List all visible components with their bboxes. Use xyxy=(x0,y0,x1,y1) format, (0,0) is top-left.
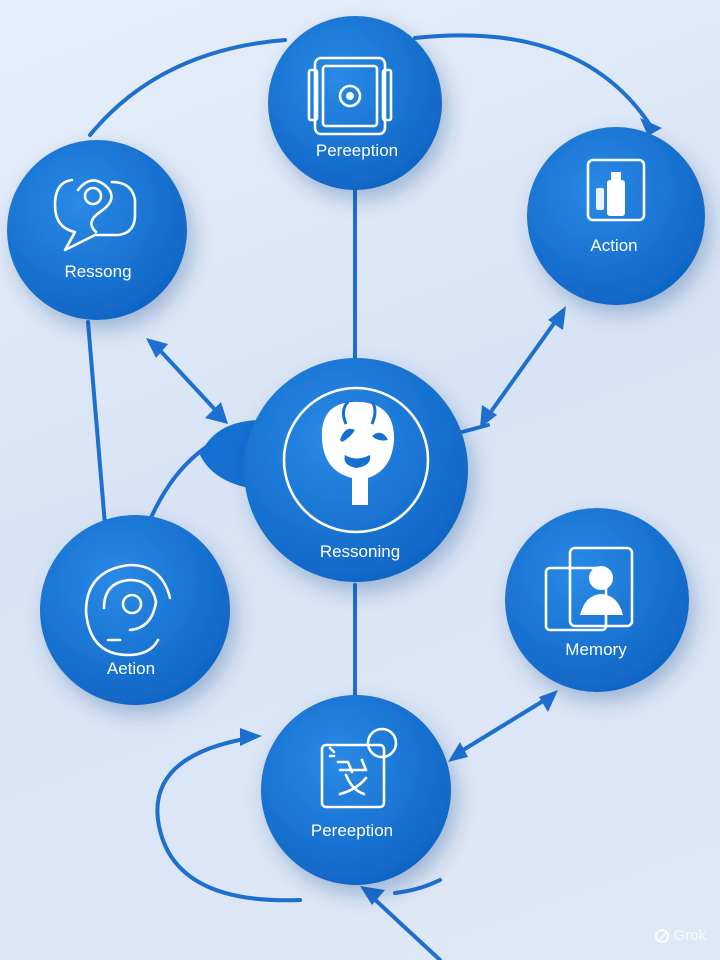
eye-icon xyxy=(84,563,172,657)
edge-center-right-stub xyxy=(460,423,490,434)
grok-logo-icon xyxy=(655,928,670,943)
watermark-text: Grok xyxy=(673,927,706,944)
watermark: Grok xyxy=(655,927,706,944)
arrowhead xyxy=(448,742,468,762)
edge-perception-bottom-to-memory xyxy=(453,696,550,757)
edge-bottom-right xyxy=(393,878,442,895)
edge-reasoning-left-to-perception-top xyxy=(88,38,287,137)
edge-reasoning-left-to-reasoning-center xyxy=(153,343,222,417)
monitor-icon xyxy=(307,56,393,136)
node-label-perception-bottom: Pereeption xyxy=(311,821,393,840)
node-label-perception-top: Pereeption xyxy=(316,141,398,160)
edge-reasoning-left-down xyxy=(86,320,107,527)
speech-bubble-icon xyxy=(53,178,137,252)
node-label-action-left: Aetion xyxy=(107,659,155,678)
arrowhead xyxy=(205,402,228,424)
edge-reasoning-center-to-action-right xyxy=(483,313,562,422)
edge-bottom-incoming xyxy=(368,893,442,960)
glyph-card-icon xyxy=(320,727,398,809)
arrowhead xyxy=(640,118,662,136)
node-label-reasoning-center: Ressoning xyxy=(320,542,400,561)
node-label-reasoning-left: Ressong xyxy=(64,262,131,281)
edges xyxy=(86,33,662,960)
edge-perception-top-to-action-right xyxy=(413,33,652,127)
arrowhead xyxy=(539,690,558,712)
node-perception-top[interactable] xyxy=(268,16,442,190)
arrowhead xyxy=(548,306,566,330)
node-label-memory: Memory xyxy=(565,640,627,659)
node-action-left[interactable] xyxy=(40,515,230,705)
node-label-action-right: Action xyxy=(590,236,637,255)
arrowhead xyxy=(146,338,168,358)
arrowhead xyxy=(240,728,262,746)
edge-loop-bottom-left xyxy=(155,736,302,903)
arrowhead xyxy=(360,886,385,905)
brain-head-icon xyxy=(282,386,430,534)
arrowhead xyxy=(480,405,497,428)
person-card-icon xyxy=(544,546,634,632)
node-reasoning-left[interactable] xyxy=(7,140,187,320)
bottle-icon xyxy=(586,158,646,222)
